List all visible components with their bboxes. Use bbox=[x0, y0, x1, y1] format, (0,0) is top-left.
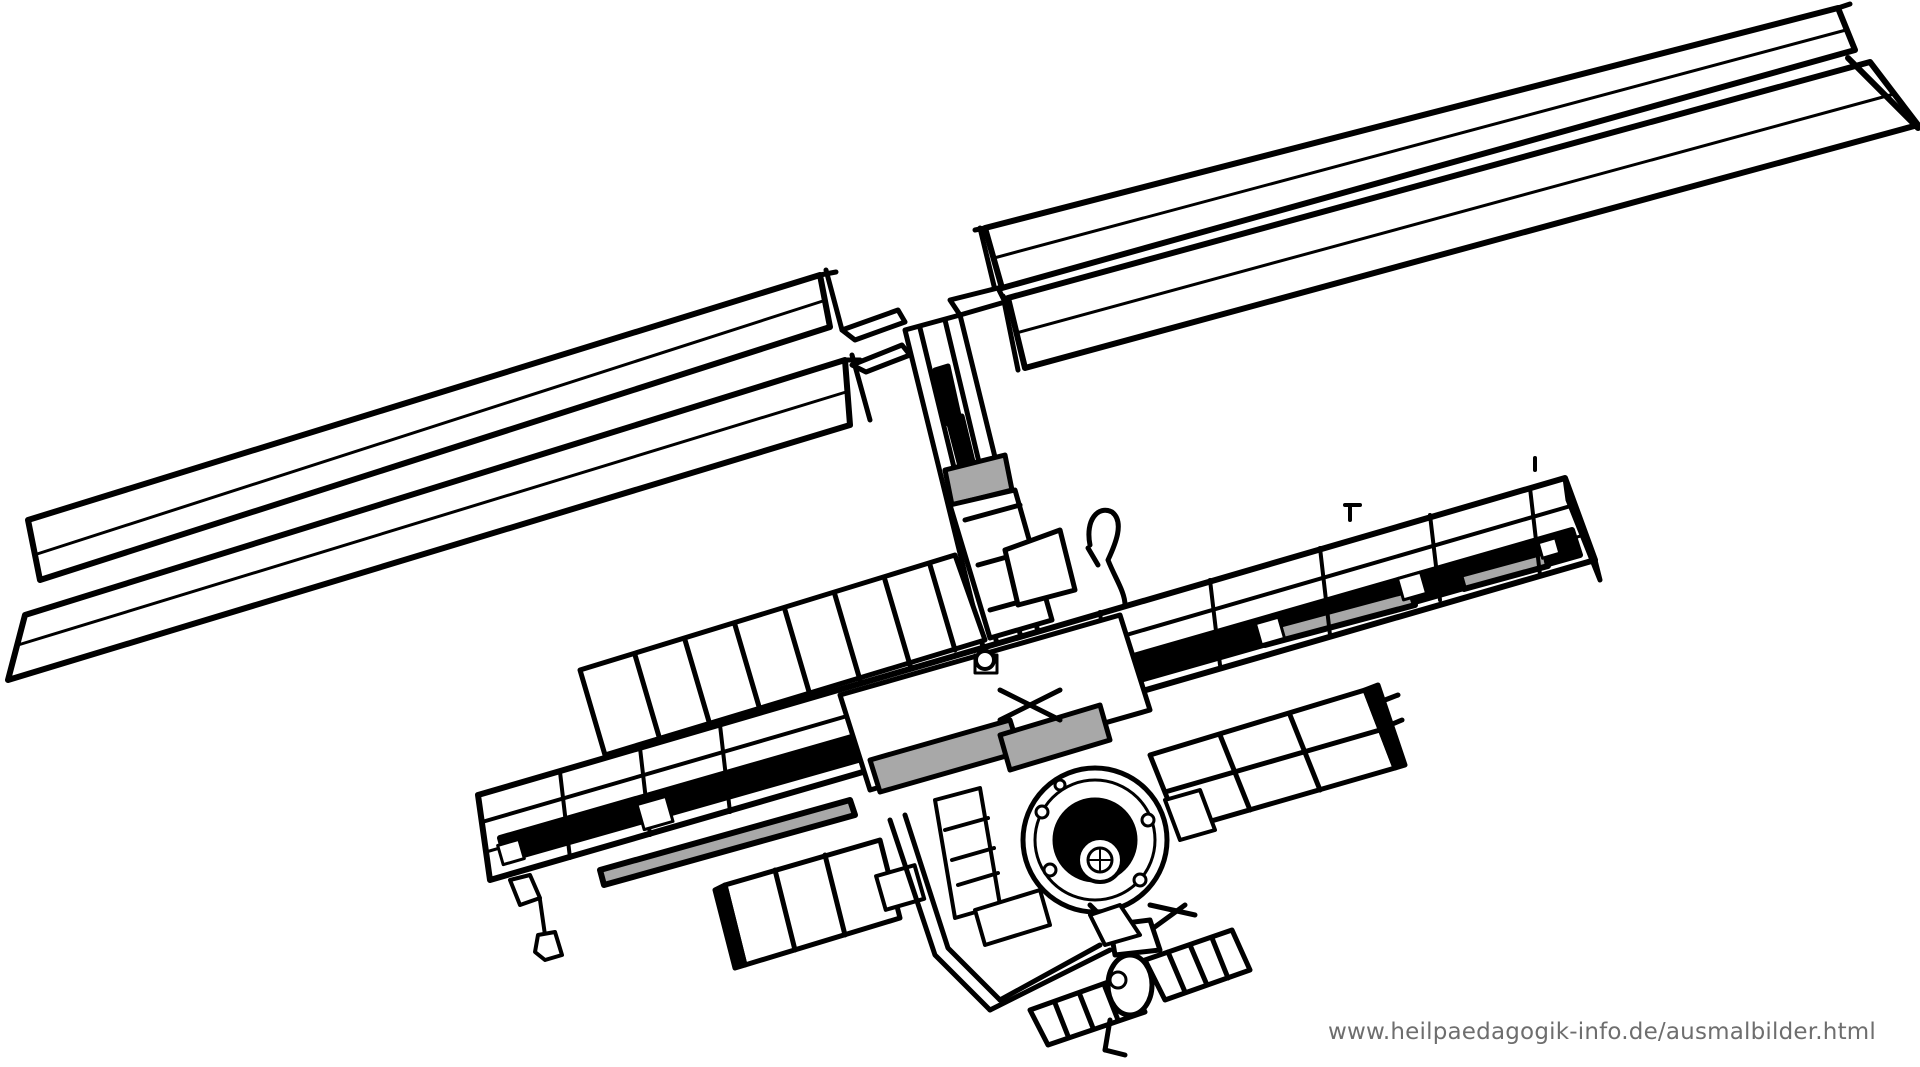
gripper-arm bbox=[533, 898, 564, 962]
left-lower-module bbox=[712, 837, 927, 971]
central-truss-segment bbox=[837, 612, 1153, 795]
hub-side-modules bbox=[933, 786, 1217, 947]
lower-struts bbox=[887, 812, 1198, 1013]
vertical-truss-tower bbox=[902, 312, 1078, 658]
radiator-panel-array bbox=[577, 552, 988, 758]
left-lower-solar-panel bbox=[5, 352, 873, 683]
right-array-mast bbox=[947, 285, 1008, 318]
lower-cylinder bbox=[1088, 903, 1142, 947]
source-watermark: www.heilpaedagogik-info.de/ausmalbilder.… bbox=[1327, 1019, 1876, 1045]
right-lower-module-stack bbox=[1147, 682, 1408, 833]
antenna-loop bbox=[1085, 507, 1128, 608]
right-lower-solar-panel bbox=[995, 55, 1920, 373]
left-array-mast bbox=[839, 307, 913, 375]
left-upper-solar-panel bbox=[25, 267, 845, 583]
right-upper-solar-panel bbox=[972, 1, 1858, 293]
soyuz-spacecraft bbox=[1027, 917, 1253, 1058]
docking-hub bbox=[1020, 765, 1170, 915]
